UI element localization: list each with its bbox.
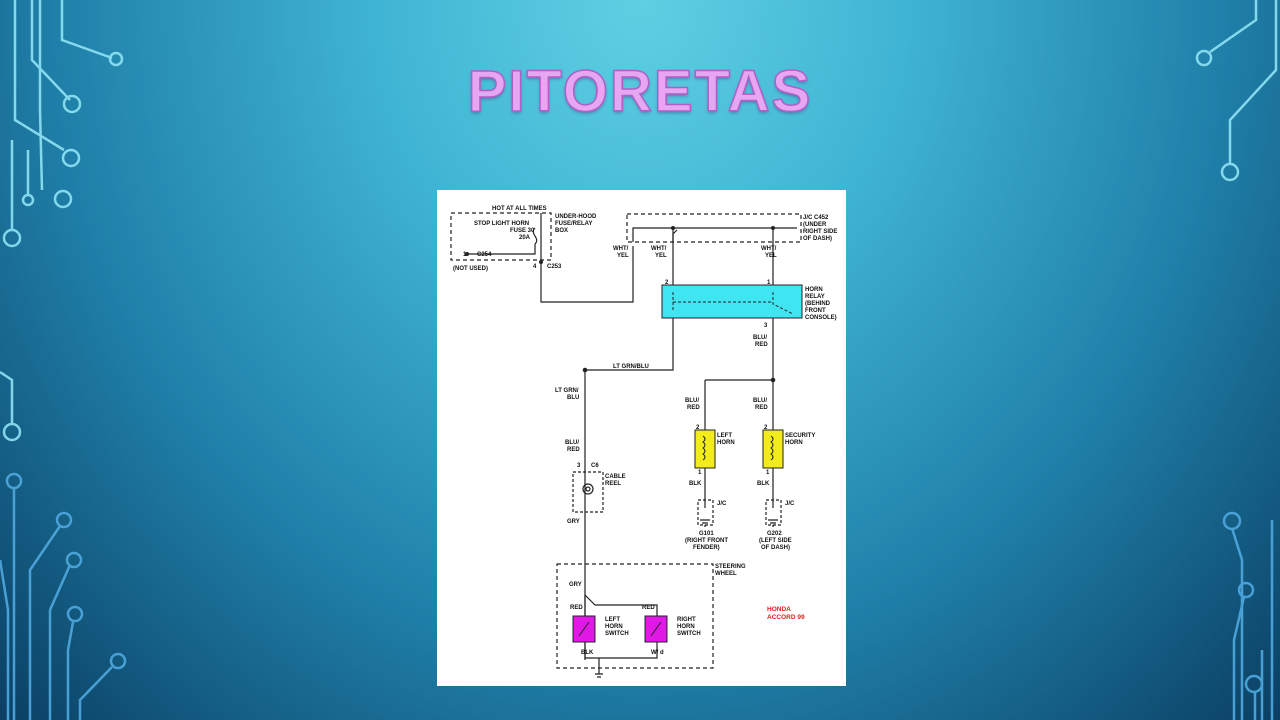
conn-c254: C254	[477, 252, 492, 258]
vehicle-model: ACCORD 99	[767, 614, 805, 621]
left-horn-box	[694, 429, 716, 469]
circuit-decoration-right	[1195, 0, 1278, 720]
wire-label: RED	[570, 605, 583, 611]
relay-label: (BEHIND	[805, 301, 831, 307]
right-switch-label: SWITCH	[677, 631, 701, 637]
right-switch-label: HORN	[677, 624, 695, 630]
left-horn-label: LEFT	[717, 433, 732, 439]
junction-label-1: J/C C452	[803, 215, 829, 221]
box-label-2: FUSE/RELAY	[555, 221, 592, 227]
junction-label-2: (UNDER	[803, 222, 827, 228]
relay-label: CONSOLE)	[805, 315, 837, 321]
vehicle-make: HONDA	[767, 606, 791, 613]
wire-label: YEL	[617, 253, 629, 259]
wire-label: RED	[642, 605, 655, 611]
relay-label: FRONT	[805, 308, 826, 314]
wire-label: RED	[755, 342, 768, 348]
wire-label: GRY	[567, 519, 580, 525]
fuse-pin-4: 4	[533, 264, 537, 270]
wire-label: W/ d	[651, 650, 664, 656]
circuit-decoration-left	[0, 0, 127, 720]
junction-c452-outline	[626, 213, 802, 243]
security-horn-box	[762, 429, 784, 469]
wire-label: YEL	[765, 253, 777, 259]
left-switch-label: SWITCH	[605, 631, 629, 637]
wire-label: WHT/	[761, 246, 777, 252]
wire-label: WHT/	[651, 246, 667, 252]
security-horn-pin: 2	[764, 425, 768, 431]
junction-label-4: OF DASH)	[803, 236, 832, 242]
wire-label: BLU/	[565, 440, 579, 446]
wire-label: RED	[567, 447, 580, 453]
security-horn-label: SECURITY	[785, 433, 815, 439]
left-horn-pin: 1	[698, 470, 702, 476]
box-label-1: UNDER-HOOD	[555, 214, 597, 220]
not-used-label: (NOT USED)	[453, 266, 488, 272]
wire-label: YEL	[655, 253, 667, 259]
wire-label: RED	[687, 405, 700, 411]
wire-label: LT GRN/BLU	[613, 364, 649, 370]
ground-g202-loc: OF DASH)	[761, 545, 790, 551]
fuse-header: HOT AT ALL TIMES	[492, 206, 547, 212]
wiring-diagram: HOT AT ALL TIMES STOP LIGHT HORN FUSE 30…	[437, 190, 846, 686]
fuse-pin-1: 1	[463, 252, 467, 258]
wire-label: BLK	[757, 481, 770, 487]
fuse-rating: 20A	[519, 235, 531, 241]
relay-label: HORN	[805, 287, 823, 293]
wire-label: RED	[755, 405, 768, 411]
steering-wheel-outline	[556, 563, 714, 669]
cable-reel-conn: C6	[591, 463, 599, 469]
wire-label: GRY	[569, 582, 582, 588]
fuse-name-2: FUSE 30	[510, 228, 535, 234]
wire-label: BLU/	[753, 398, 767, 404]
security-horn-label: HORN	[785, 440, 803, 446]
relay-pin-1: 1	[767, 280, 771, 286]
ground-g101-jc: J/C	[717, 501, 727, 507]
ground-g202-jc: J/C	[785, 501, 795, 507]
left-switch-label: HORN	[605, 624, 623, 630]
wire-label: BLU/	[753, 335, 767, 341]
ground-g101-loc: (RIGHT FRONT	[685, 538, 728, 544]
security-horn-pin: 1	[766, 470, 770, 476]
relay-pin-2: 2	[665, 280, 669, 286]
cable-reel-label: CABLE	[605, 474, 626, 480]
steering-label: WHEEL	[715, 571, 737, 577]
ground-g202-loc: (LEFT SIDE	[759, 538, 792, 544]
wire-label: LT GRN/	[555, 388, 579, 394]
relay-pin-3: 3	[764, 323, 768, 329]
wire-label: BLU	[567, 395, 579, 401]
cable-reel-pin: 3	[577, 463, 581, 469]
junction-label-3: RIGHT SIDE	[803, 229, 837, 235]
ground-g202-name: G202	[767, 531, 782, 537]
left-switch-label: LEFT	[605, 617, 620, 623]
fuse-name-1: STOP LIGHT HORN	[474, 221, 529, 227]
left-horn-label: HORN	[717, 440, 735, 446]
fuse-box-outline	[450, 212, 552, 261]
ground-g101-loc: FENDER)	[693, 545, 720, 551]
conn-c253: C253	[547, 264, 562, 270]
wire-label: BLK	[689, 481, 702, 487]
ground-g101-name: G101	[699, 531, 714, 537]
cable-reel-outline	[572, 471, 604, 513]
wire-label: BLK	[581, 650, 594, 656]
horn-wiring-schematic: HOT AT ALL TIMES STOP LIGHT HORN FUSE 30…	[450, 206, 837, 678]
cable-reel-label: REEL	[605, 481, 621, 487]
wire-label: WHT/	[613, 246, 629, 252]
right-switch-label: RIGHT	[677, 617, 696, 623]
relay-label: RELAY	[805, 294, 825, 300]
box-label-3: BOX	[555, 228, 568, 234]
slide-title: PITORETAS	[467, 58, 813, 125]
wire-label: BLU/	[685, 398, 699, 404]
left-horn-pin: 2	[696, 425, 700, 431]
steering-label: STEERING	[715, 564, 746, 570]
